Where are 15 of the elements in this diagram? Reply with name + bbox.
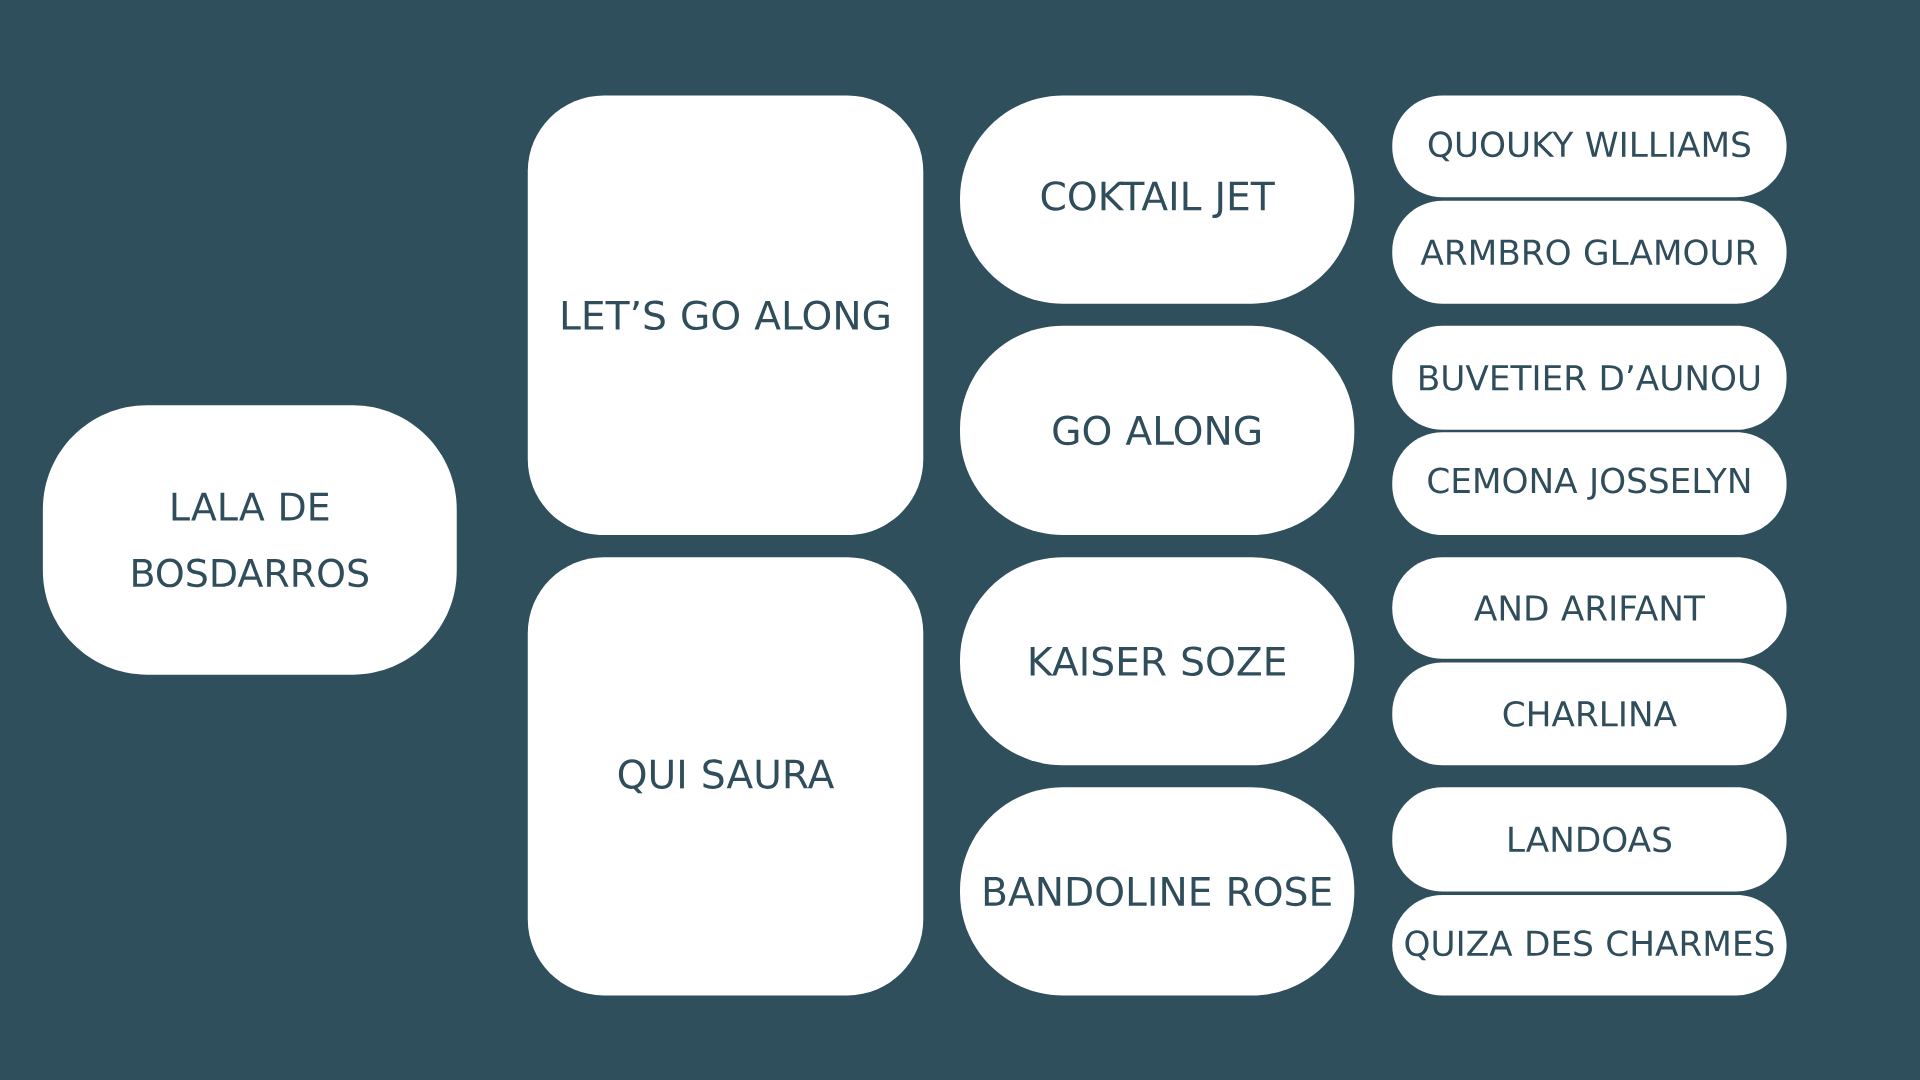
name-box: KAISER SOZE (960, 557, 1355, 766)
name-box: LET’S GO ALONG (527, 95, 924, 536)
name-box: LANDOAS (1392, 787, 1787, 892)
name-box: QUIZA DES CHARMES (1392, 895, 1787, 996)
name-box: QUOUKY WILLIAMS (1392, 95, 1787, 198)
name-box: GO ALONG (960, 325, 1355, 536)
name-box: BANDOLINE ROSE (960, 787, 1355, 996)
name-box: CHARLINA (1392, 662, 1787, 766)
name-box: AND ARIFANT (1392, 557, 1787, 659)
name-box: QUI SAURA (527, 557, 924, 996)
name-box: LALA DE BOSDARROS (42, 405, 457, 675)
name-box: BUVETIER D’AUNOU (1392, 325, 1787, 430)
name-box: COKTAIL JET (960, 95, 1355, 304)
name-box: CEMONA JOSSELYN (1392, 432, 1787, 536)
name-box: ARMBRO GLAMOUR (1392, 200, 1787, 304)
